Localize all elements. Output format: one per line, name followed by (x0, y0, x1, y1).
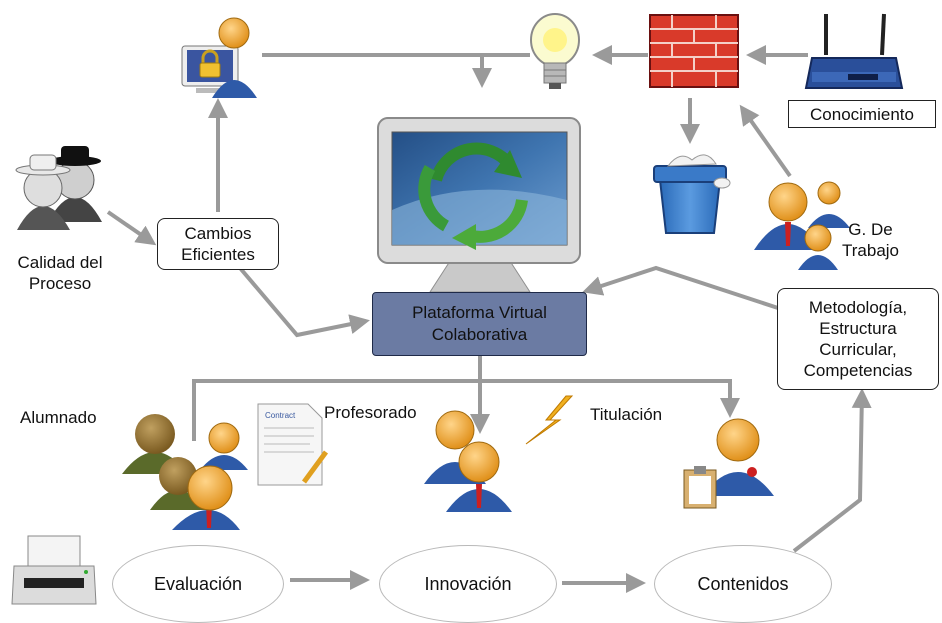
recycle-arrows-icon (418, 142, 528, 250)
platform-line-1: Plataforma Virtual (412, 303, 547, 322)
knowledge-label: Conocimiento (810, 104, 914, 124)
contract-document-icon: Contract (257, 403, 329, 486)
work-group-icon (754, 181, 850, 270)
efficient-changes-box: Cambios Eficientes (157, 218, 279, 270)
process-quality-line-1: Calidad del (17, 253, 103, 272)
methodology-line-2: Estructura (819, 319, 897, 338)
work-group-line-1: G. De (848, 220, 893, 239)
innovation-label: Innovación (424, 573, 512, 594)
work-group-label: G. De Trabajo (842, 219, 899, 261)
connector-arrows (106, 45, 872, 593)
platform-line-2: Colaborativa (431, 325, 528, 344)
process-quality-label: Calidad del Proceso (8, 252, 112, 294)
knowledge-box: Conocimiento (788, 100, 936, 128)
teacher-pair-icon (424, 410, 512, 512)
platform-box: Plataforma Virtual Colaborativa (372, 292, 587, 356)
contents-label: Contenidos (697, 573, 789, 594)
lightbulb-icon (530, 13, 580, 89)
locked-user-computer-icon (181, 17, 257, 98)
evaluation-oval: Evaluación (112, 545, 284, 623)
spy-users-icon (15, 146, 102, 230)
lightning-icon (525, 395, 574, 445)
teachers-label: Profesorado (324, 403, 417, 422)
evaluation-label: Evaluación (153, 573, 243, 594)
printer-icon (11, 535, 97, 605)
graduate-clipboard-icon (683, 418, 774, 509)
students-label: Alumnado (20, 408, 97, 427)
methodology-box: Metodología, Estructura Curricular, Comp… (777, 288, 939, 390)
innovation-oval: Innovación (379, 545, 557, 623)
contents-oval: Contenidos (654, 545, 832, 623)
methodology-line-3: Curricular, (819, 340, 897, 359)
trash-bin-icon (653, 154, 731, 234)
student-group-icon (122, 414, 248, 530)
firewall-icon (649, 14, 739, 88)
svg-text:Contract: Contract (265, 411, 296, 420)
efficient-changes-line-2: Eficientes (181, 245, 255, 264)
process-quality-line-2: Proceso (28, 274, 92, 293)
methodology-line-1: Metodología, (808, 298, 908, 317)
efficient-changes-line-1: Cambios (184, 224, 252, 243)
degree-label: Titulación (590, 405, 663, 424)
work-group-line-2: Trabajo (842, 241, 900, 260)
methodology-line-4: Competencias (803, 361, 913, 380)
router-icon (804, 13, 904, 89)
